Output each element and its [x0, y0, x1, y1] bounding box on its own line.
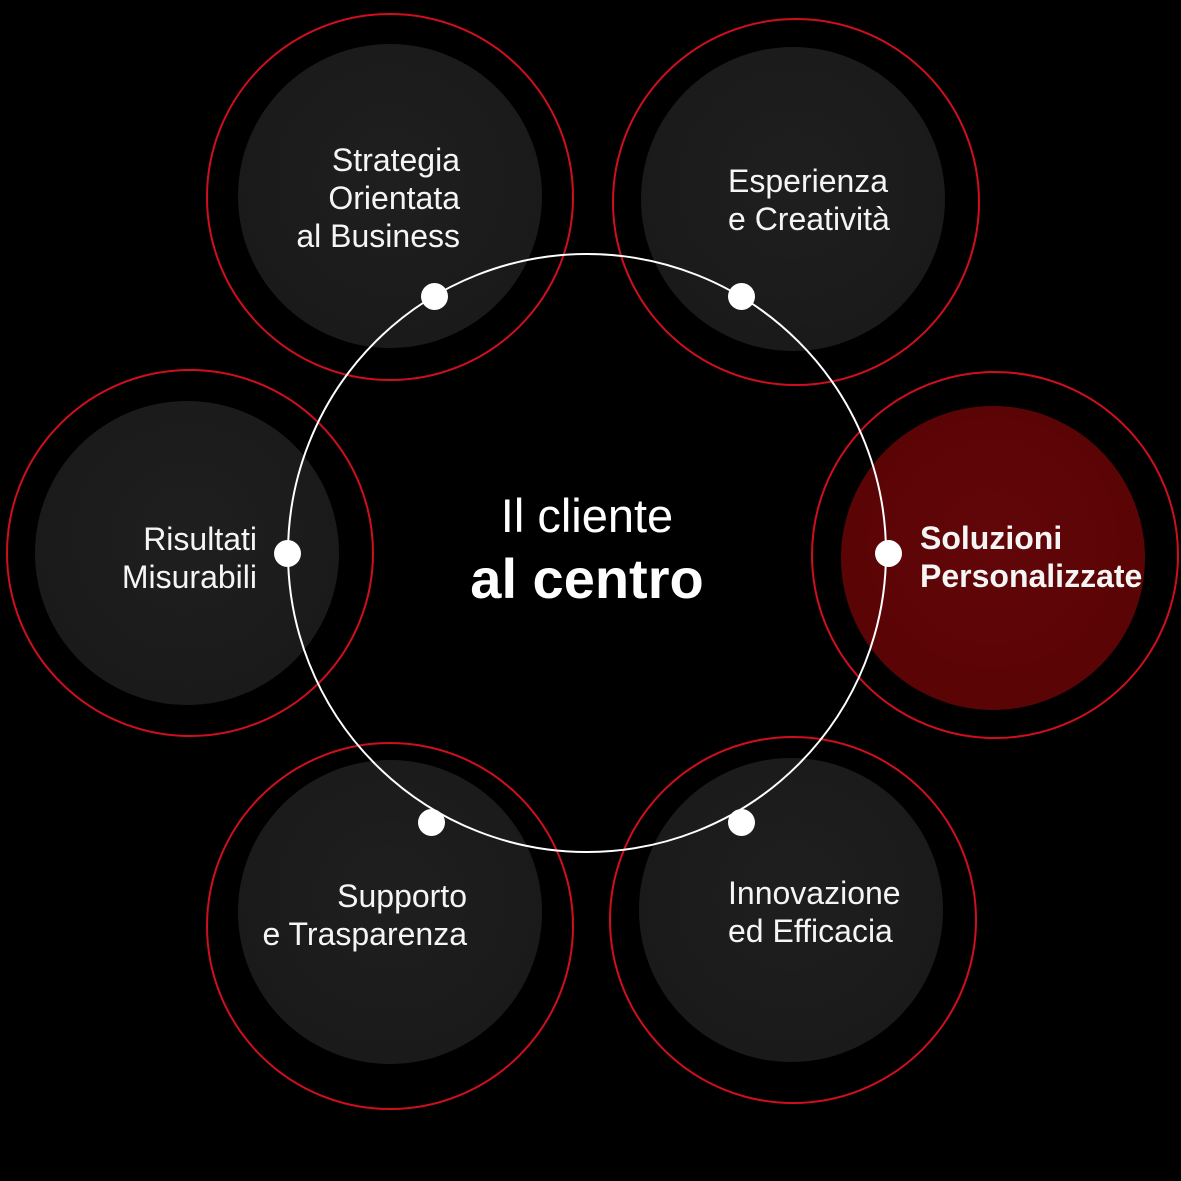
innovazione-label-line2: ed Efficacia [728, 913, 893, 949]
hub-dot-6 [727, 808, 755, 836]
hub-dot-1 [420, 282, 448, 310]
supporto-label-line1: Supporto [337, 878, 467, 914]
hub-dot-2 [727, 282, 755, 310]
strategia-label-line2: Orientata [328, 180, 460, 216]
strategia-label-line3: al Business [296, 218, 460, 254]
risultati-label-line1: Risultati [143, 521, 257, 557]
center-title: Il cliente al centro [287, 487, 887, 613]
center-title-line1: Il cliente [500, 489, 674, 542]
risultati-label-line2: Misurabili [121, 559, 257, 595]
supporto-label-line2: e Trasparenza [262, 916, 467, 952]
hub-dot-4 [874, 539, 902, 567]
soluzioni-label-line1: Soluzioni [920, 520, 1063, 556]
innovazione-label-line1: Innovazione [728, 875, 901, 911]
esperienza-label-line2: e Creatività [728, 201, 890, 237]
strategia-label-line1: Strategia [331, 142, 460, 178]
esperienza-label-line1: Esperienza [728, 163, 889, 199]
hub-dot-5 [417, 808, 445, 836]
hub-dot-3 [273, 539, 301, 567]
center-title-line2: al centro [470, 547, 704, 610]
soluzioni-label-line2: Personalizzate [920, 558, 1143, 594]
